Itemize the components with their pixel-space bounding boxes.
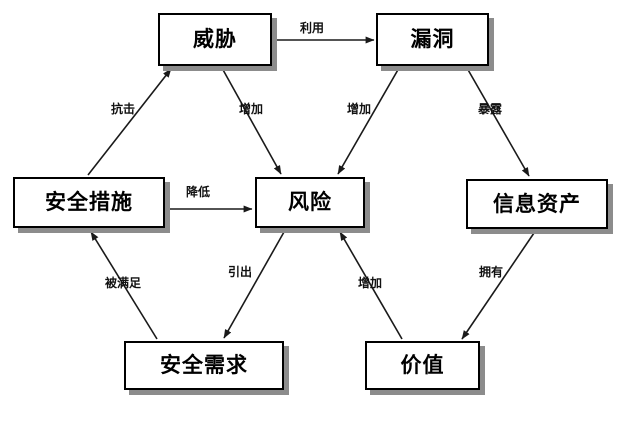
node-asset[interactable]: 信息资产 (466, 179, 608, 229)
edge-label-threat-to-vulnerability: 利用 (300, 21, 325, 35)
edge-lines (87, 36, 535, 340)
edge-label-vulnerability-to-asset: 暴露 (478, 102, 503, 116)
edge-threat-to-risk (221, 67, 282, 175)
edge-asset-to-value (461, 232, 535, 340)
node-label-asset: 信息资产 (493, 191, 581, 216)
edge-label-asset-to-value: 拥有 (479, 265, 504, 279)
edge-value-to-risk (339, 231, 403, 340)
edge-requirement-to-measure (90, 231, 158, 340)
edge-vulnerability-to-asset (466, 67, 530, 177)
edge-label-requirement-to-measure: 被满足 (105, 276, 142, 290)
node-risk[interactable]: 风险 (255, 177, 365, 228)
edge-measure-to-threat (87, 68, 172, 176)
edge-label-measure-to-risk: 降低 (186, 185, 211, 199)
edge-label-risk-to-requirement: 引出 (228, 265, 253, 279)
node-requirement[interactable]: 安全需求 (124, 341, 284, 390)
node-threat[interactable]: 威胁 (158, 13, 272, 66)
node-label-vulnerability: 漏洞 (410, 27, 455, 51)
edge-label-value-to-risk: 增加 (358, 276, 383, 290)
node-label-requirement: 安全需求 (160, 353, 248, 377)
edge-label-threat-to-risk: 增加 (239, 102, 264, 116)
edge-risk-to-requirement (223, 231, 285, 339)
node-label-measure: 安全措施 (45, 190, 133, 214)
node-label-threat: 威胁 (193, 27, 237, 51)
node-label-risk: 风险 (288, 190, 332, 214)
edge-label-measure-to-threat: 抗击 (111, 102, 136, 116)
node-measure[interactable]: 安全措施 (13, 177, 165, 228)
edge-label-vulnerability-to-risk: 增加 (347, 102, 372, 116)
edge-vulnerability-to-risk (337, 67, 400, 175)
node-label-value: 价值 (400, 353, 445, 377)
node-vulnerability[interactable]: 漏洞 (376, 13, 489, 66)
node-value[interactable]: 价值 (365, 341, 480, 390)
